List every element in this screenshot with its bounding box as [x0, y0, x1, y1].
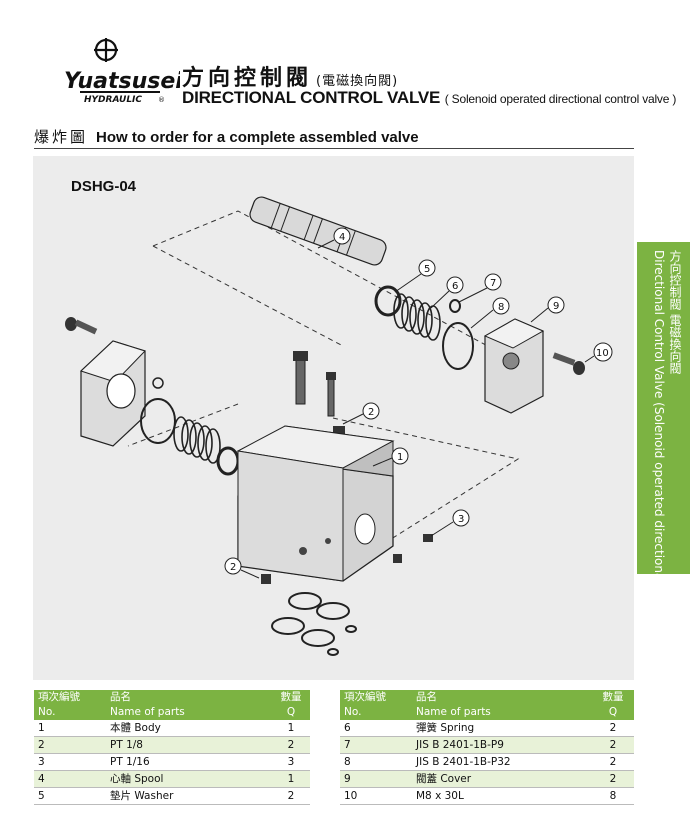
part-name: 本體 Body — [106, 720, 272, 737]
part-no: 6 — [340, 720, 412, 737]
side-tab-zh: 方向控制閥 電磁換向閥 — [668, 250, 682, 374]
spool-part — [249, 196, 387, 266]
section-heading: 爆炸圖 How to order for a complete assembled… — [34, 124, 634, 149]
brand-logo: Yuatsuseiki HYDRAULIC ® — [62, 38, 205, 110]
part-qty: 2 — [592, 770, 634, 788]
washer-part — [374, 285, 402, 317]
part-name: 閥蓋 Cover — [412, 770, 592, 788]
logo-reg: ® — [158, 96, 165, 104]
part-name: 心軸 Spool — [106, 770, 272, 788]
part-no: 8 — [340, 753, 412, 771]
o-ring-large-part — [442, 322, 474, 370]
callout-4: 4 — [339, 232, 345, 243]
logo-sub: HYDRAULIC — [84, 95, 142, 105]
part-no: 4 — [34, 770, 106, 788]
side-tab-en: Directional Control Valve (Solenoid oper… — [652, 250, 666, 670]
bolt-left-part — [65, 317, 98, 335]
title-zh-main: 方向控制閥 — [182, 66, 313, 91]
section-zh: 爆炸圖 — [34, 128, 89, 146]
part-qty: 2 — [592, 736, 634, 754]
callout-5: 5 — [424, 264, 430, 275]
callout-8: 8 — [498, 302, 504, 313]
bolt-right-part — [552, 352, 585, 375]
part-qty: 2 — [272, 787, 310, 805]
assembly-lines — [127, 210, 544, 542]
cover-right-part — [483, 318, 545, 414]
part-no: 10 — [340, 787, 412, 805]
callout-7: 7 — [490, 278, 496, 289]
callout-6: 6 — [452, 281, 458, 292]
part-name: 墊片 Washer — [106, 787, 272, 805]
title-zh: 方向控制閥(電磁換向閥) — [182, 60, 398, 92]
callout-3: 3 — [458, 514, 464, 525]
vertical-bolts-part — [293, 351, 345, 436]
part-no: 7 — [340, 736, 412, 754]
part-name: JIS B 2401-1B-P9 — [412, 736, 592, 754]
o-ring-small-part — [449, 299, 461, 313]
part-qty: 8 — [592, 787, 634, 805]
callout-2a: 2 — [368, 407, 374, 418]
part-name: M8 x 30L — [412, 787, 592, 805]
valve-body-part — [236, 425, 395, 582]
plug-part — [261, 574, 271, 584]
model-label: DSHG-04 — [71, 178, 137, 195]
callout-10: 10 — [596, 348, 609, 359]
bottom-o-rings — [271, 592, 357, 656]
part-name: PT 1/16 — [106, 753, 272, 771]
part-name: JIS B 2401-1B-P32 — [412, 753, 592, 771]
title-en-main: DIRECTIONAL CONTROL VALVE — [182, 88, 441, 107]
cover-left-part — [80, 340, 146, 447]
logo-mark-icon: Yuatsuseiki HYDRAULIC ® — [64, 38, 205, 105]
callout-9: 9 — [553, 301, 559, 312]
part-no: 1 — [34, 720, 106, 737]
part-qty: 1 — [272, 770, 310, 788]
part-no: 2 — [34, 736, 106, 754]
callout-2b: 2 — [230, 562, 236, 573]
part-qty: 2 — [592, 753, 634, 771]
exploded-diagram: 1 2 2 3 4 5 6 7 8 9 10 — [65, 196, 613, 656]
callout-1: 1 — [397, 452, 403, 463]
section-en: How to order for a complete assembled va… — [96, 129, 419, 146]
page-header: Yuatsuseiki HYDRAULIC ® 方向控制閥(電磁換向閥) DIR… — [0, 0, 690, 118]
part-name: 彈簧 Spring — [412, 720, 592, 737]
title-zh-sub: (電磁換向閥) — [316, 74, 399, 89]
spring-part — [393, 293, 441, 341]
part-name: PT 1/8 — [106, 736, 272, 754]
part-qty: 2 — [592, 720, 634, 737]
part-qty: 2 — [272, 736, 310, 754]
logo-text: Yuatsuseiki — [64, 69, 180, 94]
exploded-view-panel: DSHG-04 — [33, 156, 634, 680]
part-qty: 1 — [272, 720, 310, 737]
callouts: 1 2 2 3 4 5 6 7 8 9 10 — [224, 227, 613, 579]
part-qty: 3 — [272, 753, 310, 771]
part-no: 9 — [340, 770, 412, 788]
part-no: 3 — [34, 753, 106, 771]
title-en-sub: ( Solenoid operated directional control … — [444, 92, 677, 106]
part-no: 5 — [34, 787, 106, 805]
title-en: DIRECTIONAL CONTROL VALVE ( Solenoid ope… — [182, 88, 676, 108]
